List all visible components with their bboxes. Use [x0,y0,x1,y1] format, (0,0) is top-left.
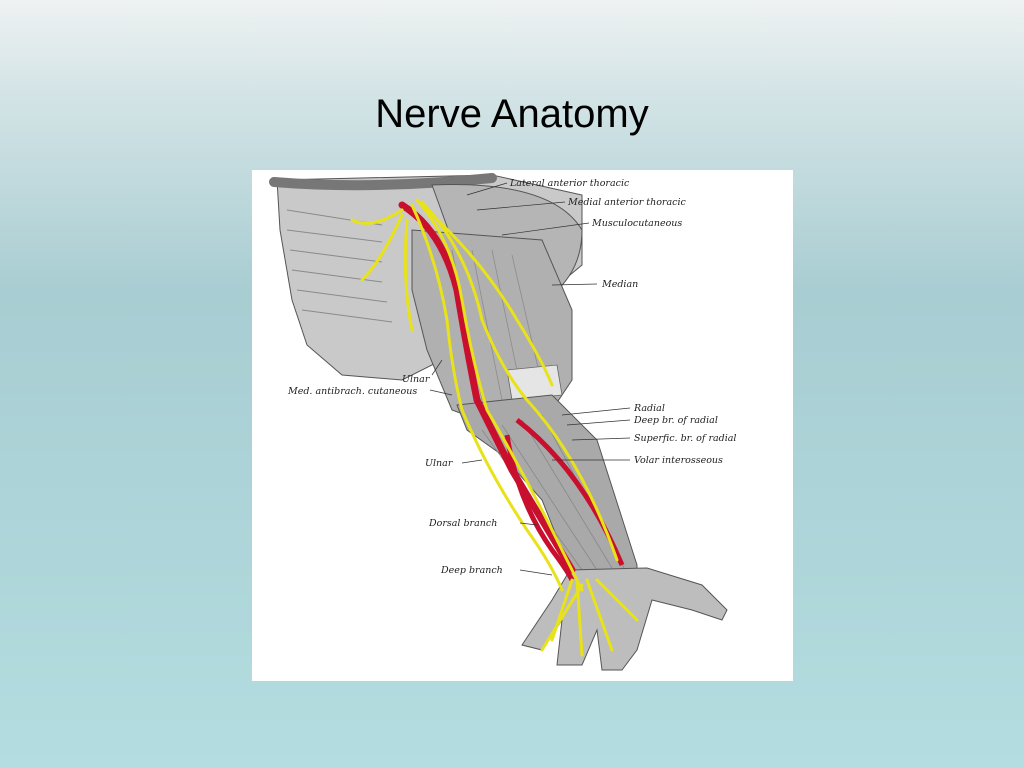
label-medial-anterior-thoracic: Medial anterior thoracic [567,197,686,208]
radial-nerve [420,200,619,562]
brachial-artery [398,201,576,574]
ulnar-nerve [410,203,564,592]
clavicle [269,173,497,191]
hand [521,567,728,671]
label-deep-br-radial: Deep br. of radial [633,415,718,426]
label-med-antibrach-cutaneous: Med. antibrach. cutaneous [287,386,417,397]
arm-nerve-illustration: Lateral anterior thoracic Medial anterio… [252,170,793,681]
label-radial: Radial [633,403,665,414]
arm-anatomy-drawing: Lateral anterior thoracic Medial anterio… [269,173,736,671]
label-musculocutaneous: Musculocutaneous [591,218,682,229]
thoracic-nerve-branches [350,208,414,332]
label-lateral-anterior-thoracic: Lateral anterior thoracic [509,178,630,189]
musculocutaneous-nerve [425,208,554,387]
label-ulnar-lower: Ulnar [425,458,454,469]
median-nerve [415,198,584,592]
label-dorsal-branch: Dorsal branch [428,518,497,529]
ulnar-artery [504,434,575,582]
label-deep-branch: Deep branch [440,565,503,576]
label-volar-interosseous: Volar interosseous [634,455,723,466]
slide-title: Nerve Anatomy [375,92,649,136]
label-superfic-br-radial: Superfic. br. of radial [634,433,736,444]
label-median: Median [601,279,638,290]
label-ulnar-upper: Ulnar [402,374,431,385]
hand-nerve-branches [540,578,639,657]
